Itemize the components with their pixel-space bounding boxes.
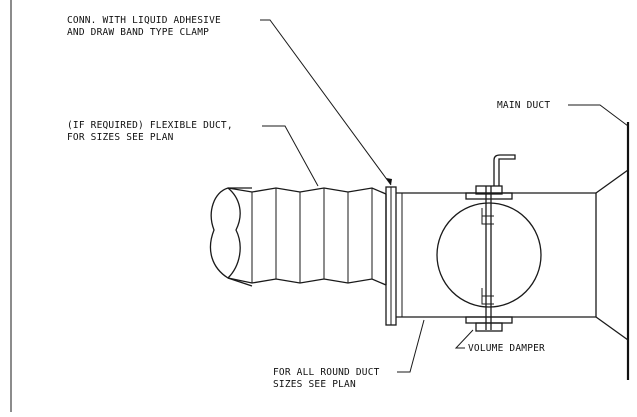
leader-main-duct	[568, 104, 629, 127]
label-round-line2: SIZES SEE PLAN	[273, 379, 356, 390]
label-volume-damper: VOLUME DAMPER	[468, 343, 545, 354]
flexible-duct	[209, 187, 387, 287]
flexible-duct-bottom-edge	[227, 277, 387, 286]
leader-conn	[260, 19, 392, 186]
damper-upper-bearing	[481, 208, 494, 225]
leader-lines	[260, 19, 629, 373]
draw-band-clamp	[385, 186, 397, 326]
label-flex-line1: (IF REQUIRED) FLEXIBLE DUCT,	[67, 120, 233, 131]
damper-bottom-nut	[475, 322, 503, 332]
label-conn-line2: AND DRAW BAND TYPE CLAMP	[67, 27, 209, 38]
damper-handle	[493, 154, 516, 186]
label-conn-line1: CONN. WITH LIQUID ADHESIVE	[67, 15, 221, 26]
damper-blade	[436, 202, 542, 308]
flexible-duct-top-edge	[227, 187, 387, 195]
label-flex-line2: FOR SIZES SEE PLAN	[67, 132, 174, 143]
duct-flare	[595, 169, 629, 341]
damper-top-bracket	[465, 192, 513, 200]
flexible-duct-break-end	[209, 187, 253, 287]
volume-damper	[436, 154, 542, 332]
label-round-line1: FOR ALL ROUND DUCT	[273, 367, 380, 378]
damper-top-nut	[475, 185, 503, 195]
leader-round-duct	[397, 319, 425, 373]
leader-volume-damper	[454, 329, 474, 349]
label-main-duct: MAIN DUCT	[497, 100, 550, 111]
damper-lower-bearing	[481, 288, 494, 305]
round-duct	[396, 192, 596, 318]
annotations: CONN. WITH LIQUID ADHESIVE AND DRAW BAND…	[67, 15, 550, 390]
leader-flexible-duct	[262, 125, 319, 187]
damper-bottom-bracket	[465, 316, 513, 324]
flexible-duct-break-inner	[227, 187, 241, 279]
